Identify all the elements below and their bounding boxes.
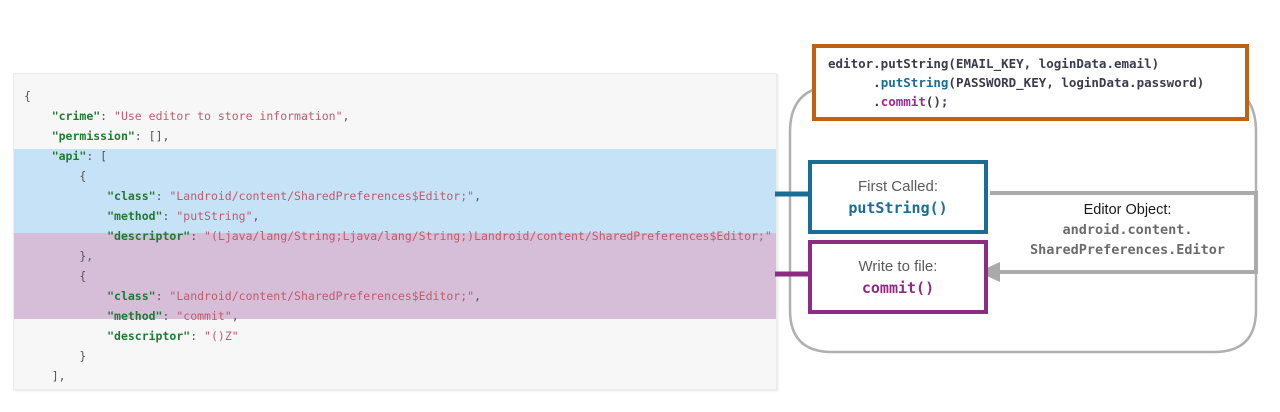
code-line-3: "permission": [],: [51, 129, 170, 143]
first-called-title: First Called:: [857, 177, 939, 195]
highlight-band-putstring: [14, 149, 776, 233]
editor-object-title: Editor Object:: [1083, 202, 1172, 218]
editor-object-caption: Editor Object: android.content. SharedPr…: [1005, 200, 1250, 262]
code-line-14: }: [24, 349, 87, 363]
code-line-2: "crime": "Use editor to store informatio…: [51, 109, 350, 123]
code-line-6: "class": "Landroid/content/SharedPrefere…: [107, 189, 481, 203]
code-line-9: },: [24, 249, 94, 263]
code-snippet-box: editor.putString(EMAIL_KEY, loginData.em…: [812, 44, 1249, 121]
highlight-band-commit: [14, 233, 776, 319]
code-line-8: "descriptor": "(Ljava/lang/String;Ljava/…: [107, 229, 772, 243]
write-to-file-box: Write to file: commit(): [808, 240, 988, 314]
first-called-method: putString(): [848, 198, 948, 217]
code-snippet-text: editor.putString(EMAIL_KEY, loginData.em…: [828, 54, 1204, 111]
write-to-file-method: commit(): [861, 278, 935, 297]
code-line-4: "api": [: [51, 149, 108, 163]
editor-object-class-line2: SharedPreferences.Editor: [1029, 242, 1226, 258]
first-called-box: First Called: putString(): [808, 160, 988, 234]
snippet-line-2: .putString(PASSWORD_KEY, loginData.passw…: [828, 75, 1205, 90]
code-line-10: {: [24, 269, 87, 283]
write-to-file-title: Write to file:: [858, 257, 938, 275]
code-line-15: ],: [24, 369, 66, 383]
code-line-12: "method": "commit",: [107, 309, 239, 323]
json-code-text: { "crime": "Use editor to store informat…: [14, 74, 776, 389]
code-line-5: {: [24, 169, 87, 183]
editor-object-class-line1: android.content.: [1062, 222, 1193, 238]
code-line-11: "class": "Landroid/content/SharedPrefere…: [107, 289, 481, 303]
code-line-13: "descriptor": "()Z": [107, 329, 239, 343]
snippet-line-1: editor.putString(EMAIL_KEY, loginData.em…: [828, 56, 1160, 71]
snippet-line-3: .commit();: [828, 94, 949, 109]
code-line-7: "method": "putString",: [107, 209, 260, 223]
json-code-panel: { "crime": "Use editor to store informat…: [13, 73, 777, 390]
code-line-1: {: [24, 89, 31, 103]
